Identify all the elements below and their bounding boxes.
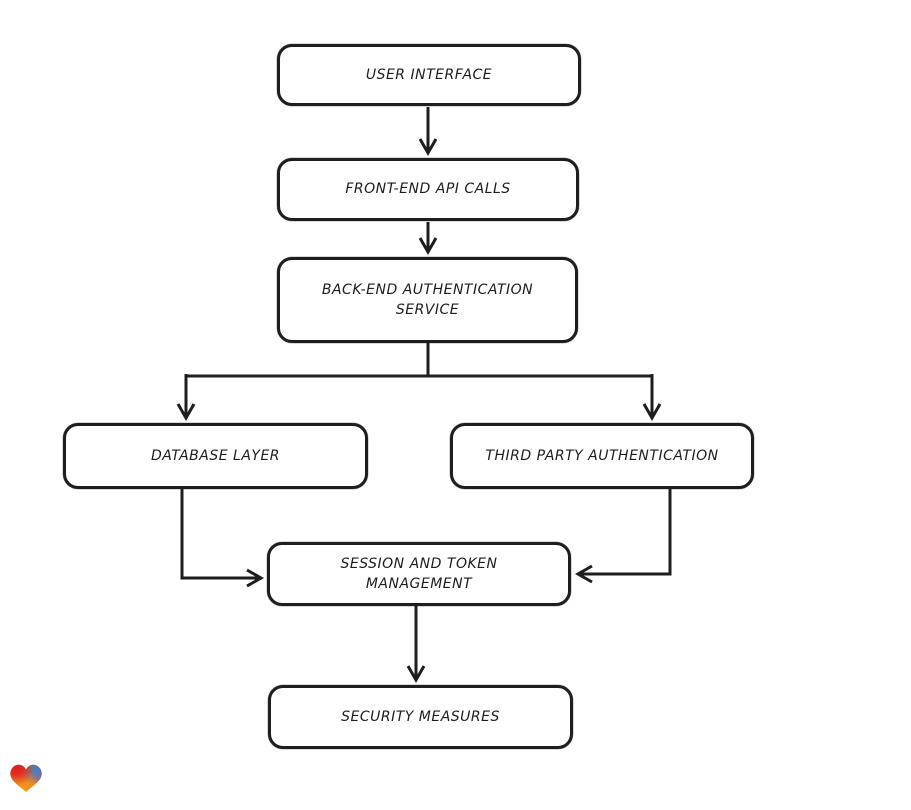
- node-front-end-api-calls: FRONT-END API CALLS: [277, 158, 579, 221]
- node-user-interface: USER INTERFACE: [277, 44, 581, 106]
- node-front-end-api-calls-label: FRONT-END API CALLS: [345, 181, 511, 198]
- node-database-layer: DATABASE LAYER: [63, 423, 368, 489]
- node-back-end-auth-service: BACK-END AUTHENTICATION SERVICE: [277, 257, 578, 343]
- node-back-end-auth-service-label: BACK-END AUTHENTICATION SERVICE: [321, 281, 534, 318]
- edge-third-party-to-session: [574, 489, 672, 584]
- node-third-party-auth-label: THIRD PARTY AUTHENTICATION: [485, 447, 719, 464]
- node-security-measures: SECURITY MEASURES: [268, 685, 573, 749]
- node-session-token-management: SESSION AND TOKEN MANAGEMENT: [267, 542, 571, 606]
- edge-database-to-session: [180, 489, 265, 588]
- node-user-interface-label: USER INTERFACE: [365, 66, 493, 83]
- node-third-party-auth: THIRD PARTY AUTHENTICATION: [450, 423, 754, 489]
- node-database-layer-label: DATABASE LAYER: [150, 447, 281, 464]
- node-session-token-management-label: SESSION AND TOKEN MANAGEMENT: [340, 555, 498, 592]
- node-security-measures-label: SECURITY MEASURES: [341, 708, 500, 725]
